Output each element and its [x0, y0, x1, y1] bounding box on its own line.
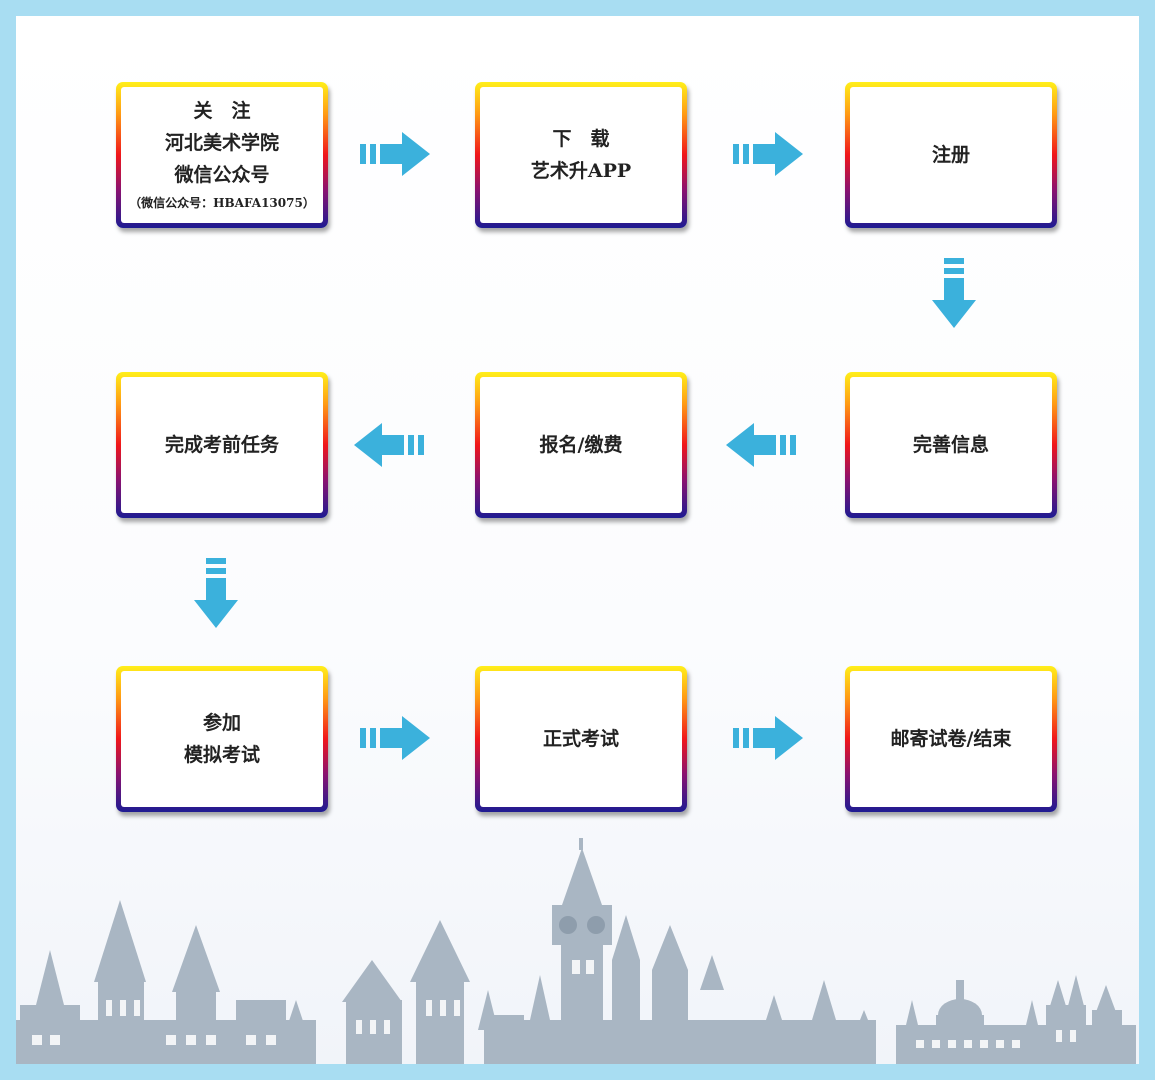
arrow-right-icon: [733, 132, 803, 176]
step-box-mail-papers: 邮寄试卷/结束: [845, 666, 1057, 812]
step-download-line-1: 下 载: [552, 128, 610, 150]
step-box-pre-exam-tasks: 完成考前任务: [116, 372, 328, 518]
step-formal-exam-line-1: 正式考试: [542, 728, 619, 750]
step-download-line-2: 艺术升APP: [530, 160, 632, 182]
step-register-line-1: 注册: [931, 144, 970, 166]
arrow-right-icon: [360, 716, 430, 760]
arrow-right-icon: [733, 716, 803, 760]
step-follow-note: （微信公众号：HBAFA13075）: [129, 196, 315, 210]
step-mail-papers-line-1: 邮寄试卷/结束: [890, 728, 1012, 750]
step-box-complete-info: 完善信息: [845, 372, 1057, 518]
arrow-left-icon: [354, 423, 424, 467]
step-box-formal-exam: 正式考试: [475, 666, 687, 812]
step-mock-exam-line-1: 参加: [202, 712, 241, 734]
step-box-download: 下 载 艺术升APP: [475, 82, 687, 228]
castle-skyline-decoration: [16, 838, 1136, 1064]
arrow-down-icon: [194, 558, 238, 628]
step-follow-line-1: 关 注: [193, 100, 251, 122]
arrow-left-icon: [726, 423, 796, 467]
arrow-right-icon: [360, 132, 430, 176]
step-follow-line-3: 微信公众号: [174, 164, 270, 186]
step-box-follow: 关 注 河北美术学院 微信公众号 （微信公众号：HBAFA13075）: [116, 82, 328, 228]
step-mock-exam-line-2: 模拟考试: [183, 744, 260, 766]
step-box-mock-exam: 参加 模拟考试: [116, 666, 328, 812]
arrow-down-icon: [932, 258, 976, 328]
step-pre-exam-tasks-line-1: 完成考前任务: [164, 434, 279, 456]
step-enroll-pay-line-1: 报名/缴费: [539, 434, 623, 456]
step-box-enroll-pay: 报名/缴费: [475, 372, 687, 518]
step-box-register: 注册: [845, 82, 1057, 228]
step-complete-info-line-1: 完善信息: [912, 434, 989, 456]
step-follow-line-2: 河北美术学院: [164, 132, 279, 154]
